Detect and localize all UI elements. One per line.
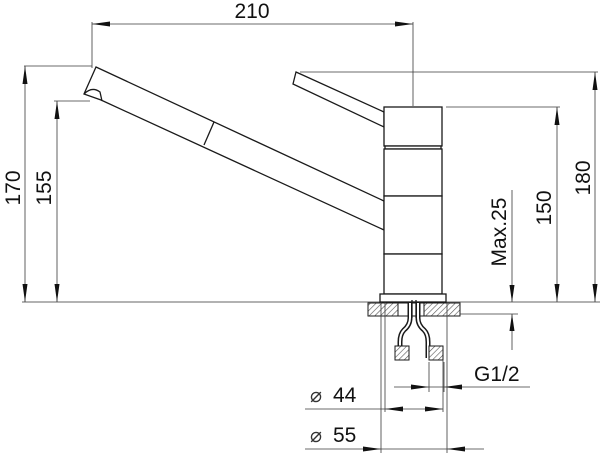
arrow-right-icon: [411, 384, 429, 390]
arrow-left-icon: [385, 406, 403, 412]
dimension-label-44: 44: [333, 384, 357, 407]
diameter-symbol-icon: ⌀: [310, 383, 322, 407]
arrow-left-icon: [444, 384, 462, 390]
dimension-180: 180: [300, 71, 598, 302]
spout: [83, 66, 388, 232]
arrow-up-icon: [509, 314, 515, 331]
arrow-right-icon: [363, 446, 381, 452]
arrow-up-icon: [554, 107, 560, 125]
arrow-down-icon: [592, 284, 598, 302]
dimension-label-max-25: Max.25: [488, 198, 511, 267]
arrow-right-icon: [425, 406, 443, 412]
lever-handle: [292, 71, 385, 129]
dimension-label-210: 210: [234, 0, 269, 23]
arrow-up-icon: [54, 101, 60, 119]
dimension-170: 170: [2, 65, 92, 302]
dimension-label-155: 155: [33, 170, 56, 205]
arrow-right-icon: [395, 21, 413, 27]
left-hose-fitting: [394, 345, 410, 361]
arrow-left-icon: [92, 21, 110, 27]
dimension-label-g12: G1/2: [474, 363, 520, 386]
dimension-150: 150: [446, 106, 560, 302]
arrow-up-icon: [592, 72, 598, 90]
arrow-up-icon: [22, 66, 28, 84]
dimension-diameter-44: ⌀ 44: [305, 302, 444, 412]
tap-body: [379, 106, 447, 303]
arrow-down-icon: [554, 284, 560, 302]
arrow-down-icon: [54, 284, 60, 302]
dimension-label-170: 170: [2, 170, 25, 205]
dimension-label-55: 55: [333, 424, 356, 447]
dimension-155: 155: [33, 100, 90, 302]
countertop-section: [367, 302, 461, 317]
right-hose-fitting: [428, 345, 444, 361]
arrow-down-icon: [22, 284, 28, 302]
dimension-g12: G1/2: [394, 362, 530, 392]
dimension-210: 210: [91, 0, 414, 106]
dimension-label-180: 180: [572, 160, 595, 195]
diameter-symbol-icon: ⌀: [310, 423, 322, 447]
arrow-down-icon: [509, 285, 515, 302]
arrow-left-icon: [447, 446, 465, 452]
dimension-label-150: 150: [533, 190, 556, 225]
dimension-max-25: Max.25: [460, 190, 518, 350]
dimension-diameter-55: ⌀ 55: [305, 302, 484, 453]
supply-hoses: [394, 300, 444, 361]
